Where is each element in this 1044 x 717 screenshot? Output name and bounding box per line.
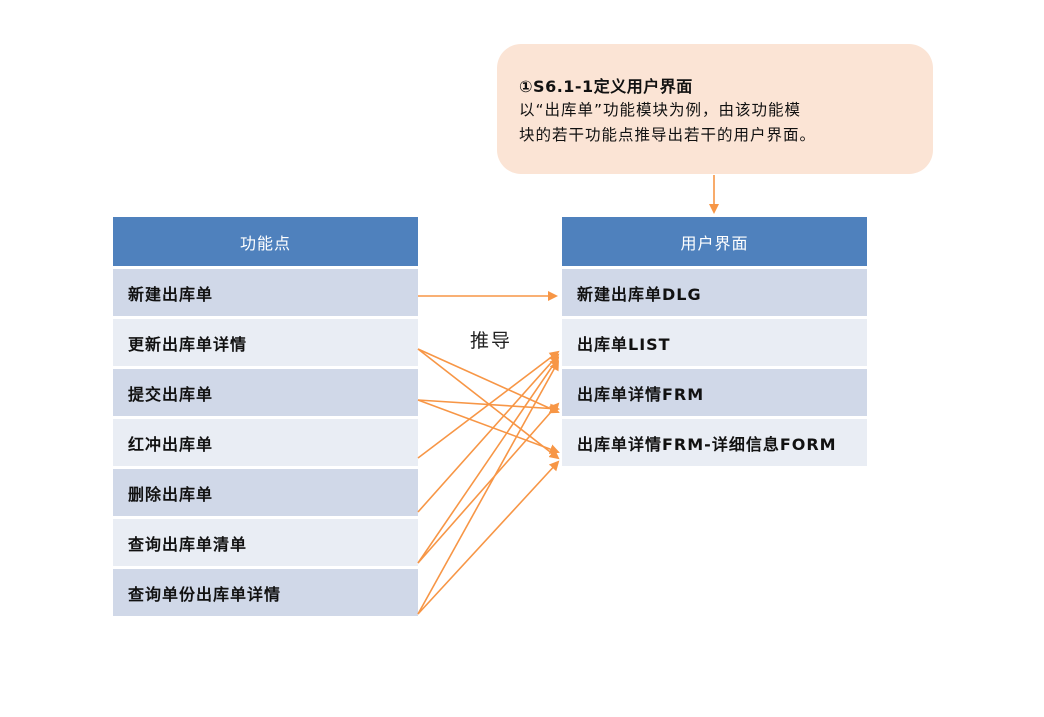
function-point-row: 查询出库单清单 xyxy=(113,519,418,569)
mapping-arrow xyxy=(417,356,560,564)
mapping-arrow xyxy=(417,350,560,459)
mapping-arrow xyxy=(417,460,560,615)
mapping-arrow xyxy=(417,353,560,513)
mapping-arrow xyxy=(417,399,560,454)
function-point-row: 新建出库单 xyxy=(113,269,418,319)
user-interface-row: 新建出库单DLG xyxy=(562,269,867,319)
function-point-row: 查询单份出库单详情 xyxy=(113,569,418,619)
derive-label: 推导 xyxy=(470,330,513,352)
user-interface-row: 出库单详情FRM-详细信息FORM xyxy=(562,419,867,469)
user-interface-row: 出库单LIST xyxy=(562,319,867,369)
user-interface-table: 用户界面 新建出库单DLG 出库单LIST 出库单详情FRM 出库单详情FRM-… xyxy=(562,217,867,469)
callout-title: ①S6.1-1定义用户界面 xyxy=(519,77,693,96)
function-points-table: 功能点 新建出库单 更新出库单详情 提交出库单 红冲出库单 删除出库单 查询出库… xyxy=(113,217,418,619)
callout-line-2: 块的若干功能点推导出若干的用户界面。 xyxy=(519,126,817,144)
mapping-arrow xyxy=(417,348,560,460)
function-point-row: 提交出库单 xyxy=(113,369,418,419)
mapping-arrow xyxy=(417,348,560,414)
mapping-arrow xyxy=(417,402,560,564)
callout-line-1: 以“出库单”功能模块为例，由该功能模 xyxy=(519,101,802,119)
function-point-row: 删除出库单 xyxy=(113,469,418,519)
function-point-row: 更新出库单详情 xyxy=(113,319,418,369)
function-point-row: 红冲出库单 xyxy=(113,419,418,469)
mapping-arrow xyxy=(417,360,559,615)
user-interface-header: 用户界面 xyxy=(562,217,867,269)
definition-callout: ①S6.1-1定义用户界面 以“出库单”功能模块为例，由该功能模 块的若干功能点… xyxy=(497,44,933,174)
user-interface-row: 出库单详情FRM xyxy=(562,369,867,419)
function-points-header: 功能点 xyxy=(113,217,418,269)
